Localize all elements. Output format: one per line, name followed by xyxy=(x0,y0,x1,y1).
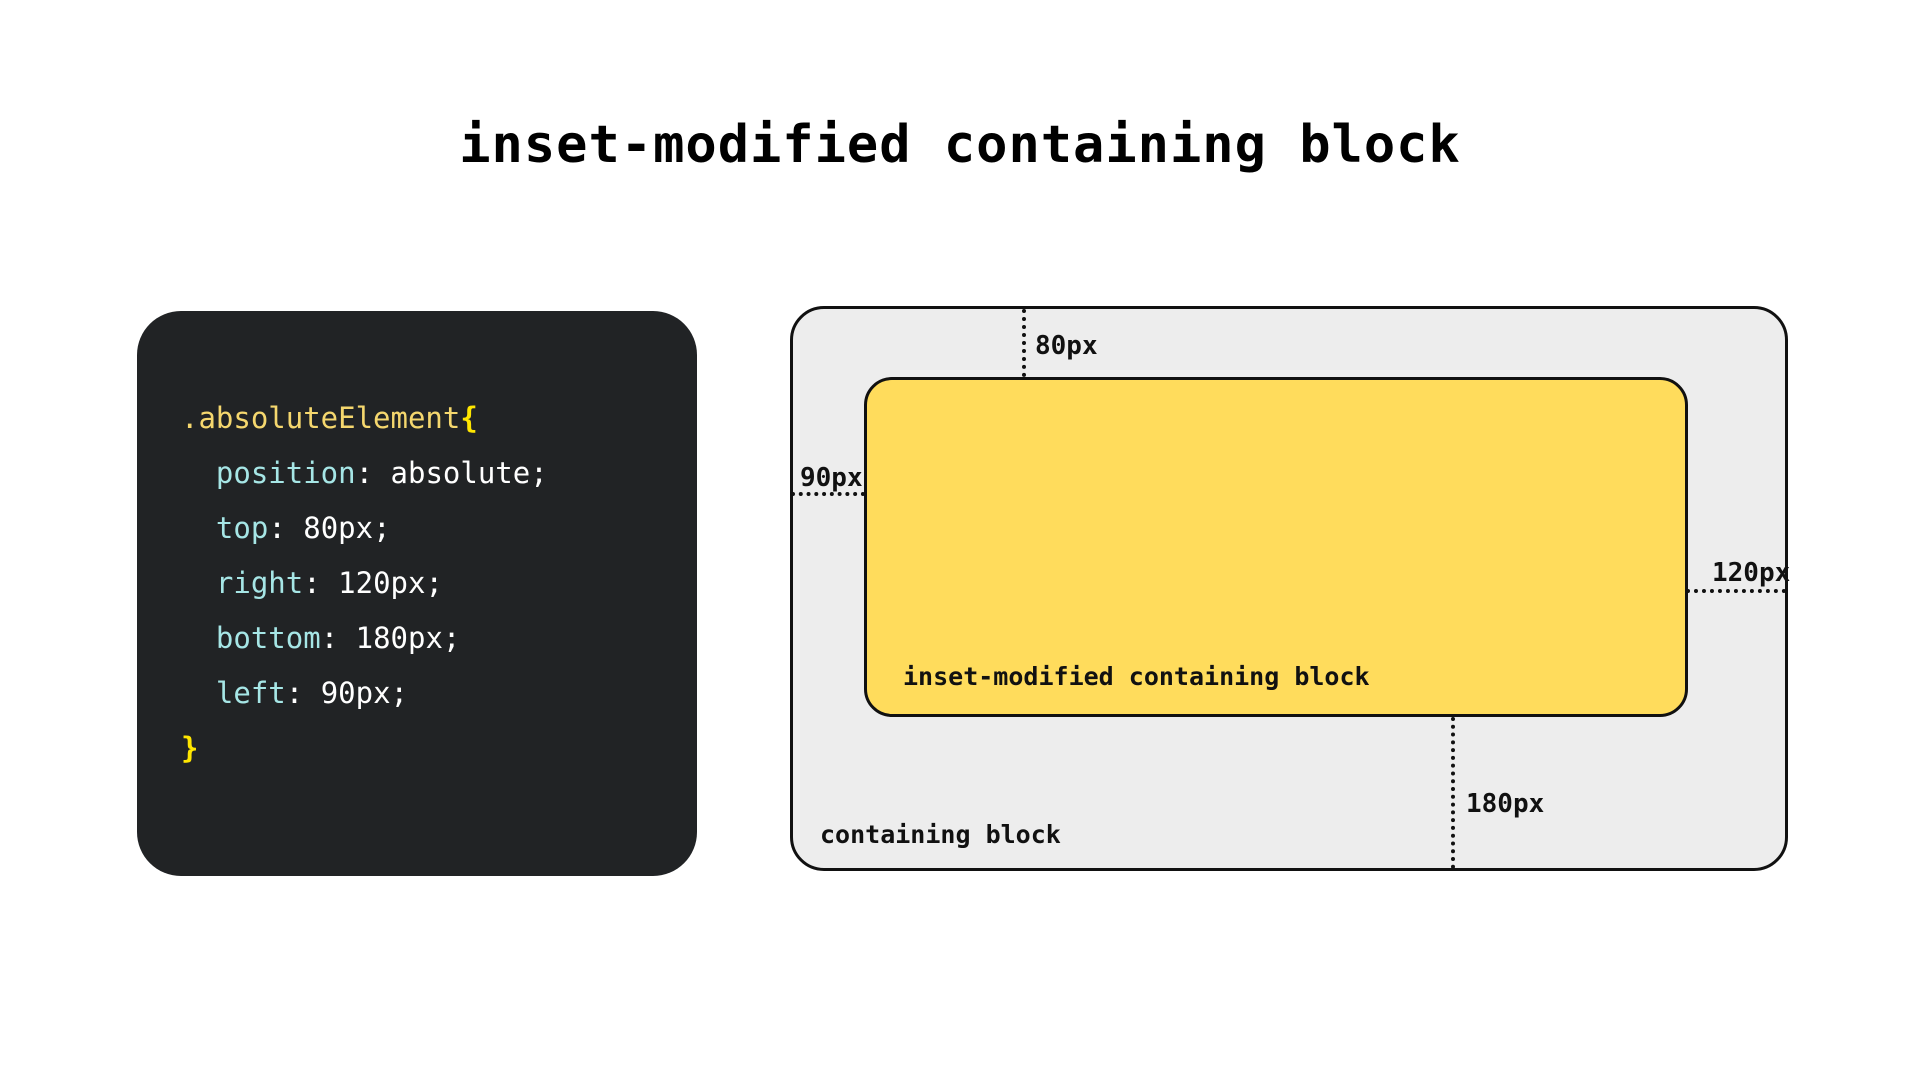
left-offset-measure-label: 90px xyxy=(800,463,863,493)
css-value-top: 80px; xyxy=(303,511,391,545)
css-property-right: right xyxy=(215,566,304,600)
css-property-left: left xyxy=(215,676,286,710)
css-property-top: top xyxy=(215,511,269,545)
top-offset-guide-line xyxy=(1022,309,1026,377)
inset-modified-containing-block-label: inset-modified containing block xyxy=(903,662,1370,691)
code-line-left: left: 90px; xyxy=(181,666,697,721)
bottom-offset-measure-label: 180px xyxy=(1466,789,1545,819)
code-line-top: top: 80px; xyxy=(181,501,697,556)
css-value-right: 120px; xyxy=(338,566,443,600)
css-separator-top: : xyxy=(268,511,304,545)
code-snippet-panel: .absoluteElement{ position: absolute; to… xyxy=(137,311,697,876)
left-offset-guide-line xyxy=(791,492,865,496)
code-line-close: } xyxy=(181,721,697,776)
css-value-bottom: 180px; xyxy=(355,621,461,655)
code-line-position: position: absolute; xyxy=(181,446,697,501)
open-brace-token: { xyxy=(460,401,478,435)
css-property-position: position xyxy=(215,456,356,490)
css-separator-bottom: : xyxy=(320,621,356,655)
css-selector-token: .absoluteElement xyxy=(181,401,461,435)
code-line-selector: .absoluteElement{ xyxy=(181,391,697,446)
css-separator-position: : xyxy=(355,456,391,490)
css-value-left: 90px; xyxy=(320,676,408,710)
right-offset-guide-line xyxy=(1686,589,1786,593)
css-separator-right: : xyxy=(303,566,339,600)
right-offset-measure-label: 120px xyxy=(1712,558,1791,588)
code-line-right: right: 120px; xyxy=(181,556,697,611)
css-value-position: absolute; xyxy=(390,456,548,490)
inset-modified-containing-block-rect xyxy=(864,377,1688,717)
close-brace-token: } xyxy=(181,731,199,765)
page-title: inset-modified containing block xyxy=(459,115,1461,175)
css-separator-left: : xyxy=(285,676,321,710)
bottom-offset-guide-line xyxy=(1451,717,1455,869)
code-line-bottom: bottom: 180px; xyxy=(181,611,697,666)
css-property-bottom: bottom xyxy=(215,621,321,655)
top-offset-measure-label: 80px xyxy=(1035,331,1098,361)
containing-block-label: containing block xyxy=(820,820,1061,849)
